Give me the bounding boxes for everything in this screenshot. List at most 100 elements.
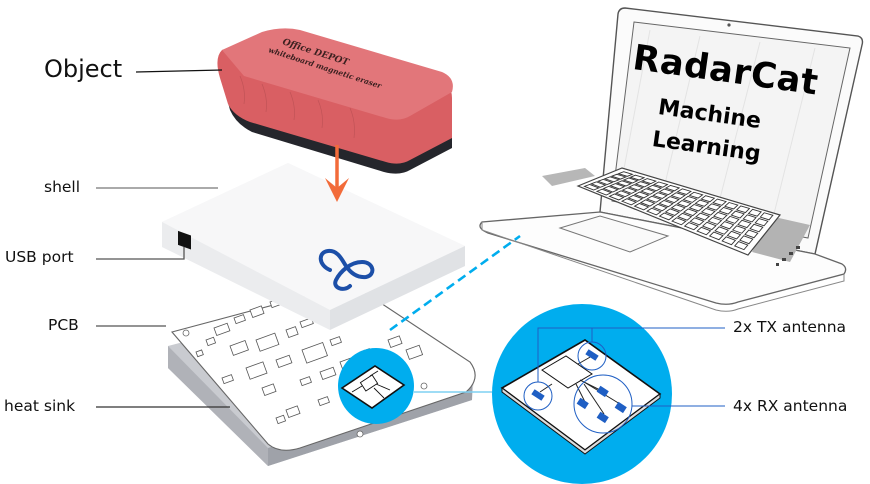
keyboard-key bbox=[683, 222, 699, 231]
label-usb-port: USB port bbox=[5, 248, 74, 266]
label-tx-antenna: 2x TX antenna bbox=[733, 318, 847, 336]
keyboard-key bbox=[646, 184, 663, 192]
usb-leader-line bbox=[96, 247, 185, 260]
keyboard-key bbox=[671, 217, 687, 226]
keyboard-key bbox=[629, 174, 646, 181]
pcb-component bbox=[213, 322, 231, 337]
keyboard-key bbox=[658, 188, 675, 196]
pcb-component bbox=[317, 396, 330, 407]
usb-port-opening bbox=[178, 230, 191, 250]
sensor-shell bbox=[162, 163, 465, 330]
keyboard-key bbox=[670, 192, 686, 200]
keyboard-key bbox=[596, 178, 614, 186]
keyboard-key bbox=[694, 199, 710, 207]
rx-callout-circle bbox=[573, 374, 633, 434]
keyboard-key bbox=[633, 191, 650, 199]
pcb-component bbox=[329, 336, 342, 347]
keyboard-key bbox=[676, 200, 692, 208]
keyboard-key bbox=[688, 191, 704, 199]
keyboard-key bbox=[634, 181, 651, 188]
laptop-ports bbox=[776, 246, 800, 266]
keyboard-key bbox=[701, 221, 717, 231]
pcb-component bbox=[255, 332, 280, 352]
speaker-left bbox=[542, 168, 595, 186]
pcb-component bbox=[245, 361, 268, 380]
keyboard-key bbox=[742, 214, 757, 223]
keyboard-key bbox=[664, 184, 681, 192]
pcb-component bbox=[285, 326, 299, 339]
keyboard-key bbox=[718, 206, 734, 215]
label-rx-antenna: 4x RX antenna bbox=[733, 397, 848, 415]
pcb-component bbox=[405, 344, 424, 360]
keyboard-key bbox=[617, 171, 634, 177]
keyboard-key bbox=[735, 205, 751, 214]
keyboard-key bbox=[640, 178, 658, 185]
pcb-component bbox=[205, 336, 217, 347]
keyboard-key bbox=[731, 225, 747, 234]
laptop-base-edge bbox=[481, 222, 845, 312]
keyboard-key bbox=[744, 229, 759, 239]
keyboard-key bbox=[706, 203, 722, 211]
keyboard-key bbox=[602, 185, 619, 193]
keyboard-key bbox=[696, 226, 712, 236]
keyboard-key bbox=[652, 181, 669, 188]
keyboard-key bbox=[614, 190, 632, 198]
pcb-component bbox=[299, 376, 312, 387]
eraser-object: Office DEPOT whiteboard magnetic eraser bbox=[217, 28, 453, 174]
keyboard-key bbox=[640, 188, 657, 195]
keyboard-key bbox=[719, 221, 735, 230]
keyboard-key bbox=[677, 212, 693, 221]
keyboard-key bbox=[620, 198, 638, 206]
keyboard-key bbox=[603, 176, 621, 183]
object-leader-line bbox=[135, 69, 223, 73]
keyboard-key bbox=[658, 199, 674, 208]
keyboard-key bbox=[621, 187, 638, 194]
keyboard-key bbox=[730, 210, 745, 219]
tx-antenna-patches bbox=[531, 349, 599, 401]
keyboard-key bbox=[712, 198, 727, 206]
keyboard-key bbox=[749, 223, 764, 233]
pcb-component bbox=[275, 354, 293, 369]
keyboard-key bbox=[737, 219, 752, 229]
pcb-component bbox=[233, 314, 246, 325]
label-heat-sink: heat sink bbox=[4, 397, 76, 415]
keyboard-key bbox=[714, 226, 730, 235]
keyboard-key bbox=[707, 216, 723, 225]
keyboard-key bbox=[695, 212, 711, 221]
keyboard-key bbox=[664, 208, 681, 216]
tx-leader-line bbox=[537, 327, 593, 382]
pcb-component bbox=[261, 383, 277, 397]
keyboard-key bbox=[627, 184, 645, 191]
keyboard-key bbox=[664, 196, 680, 204]
keyboard-key bbox=[676, 188, 692, 195]
keyboard-key bbox=[609, 183, 626, 190]
keyboard-key bbox=[627, 194, 644, 202]
antenna-zoom-view bbox=[492, 304, 725, 484]
label-shell: shell bbox=[44, 178, 81, 196]
keyboard-key bbox=[700, 195, 716, 203]
laptop bbox=[479, 7, 864, 312]
keyboard-key bbox=[708, 231, 724, 241]
rx-antenna-patches bbox=[576, 385, 627, 424]
keyboard-key bbox=[754, 217, 769, 227]
pcb-component bbox=[195, 349, 204, 358]
keyboard-key bbox=[615, 180, 633, 187]
radar-chip-highlight bbox=[338, 348, 414, 424]
keyboard-key bbox=[595, 188, 613, 196]
keyboard-key bbox=[652, 192, 668, 199]
pcb-component bbox=[319, 366, 337, 381]
keyboard-key bbox=[721, 236, 737, 246]
label-object: Object bbox=[44, 55, 123, 83]
keyboard-key bbox=[747, 208, 762, 217]
google-soli-logo bbox=[318, 248, 375, 291]
pcb-component bbox=[221, 374, 234, 385]
keyboard-key bbox=[670, 204, 686, 212]
keyboard-key bbox=[759, 212, 774, 221]
keyboard-key bbox=[589, 181, 607, 188]
keyboard-key bbox=[726, 230, 742, 240]
keyboard-key bbox=[610, 173, 627, 180]
keyboard-key bbox=[652, 203, 668, 212]
trackpad bbox=[558, 215, 670, 253]
keyboard-key bbox=[645, 195, 662, 203]
